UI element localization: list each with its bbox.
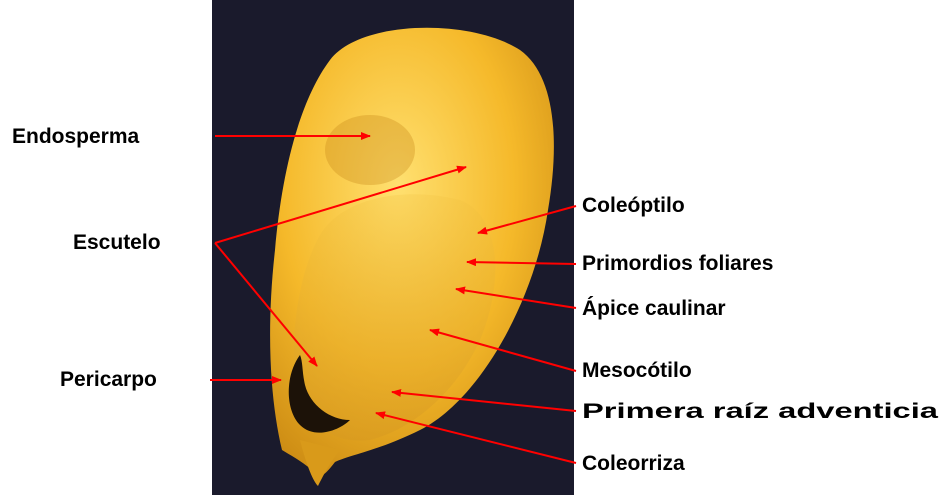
label-pericarpo: Pericarpo: [60, 368, 157, 391]
label-coleorriza: Coleorriza: [582, 452, 685, 475]
label-apice-caulinar: Ápice caulinar: [582, 297, 726, 320]
label-escutelo: Escutelo: [73, 231, 161, 254]
label-primera-raiz-adventicia: Primera raíz adventicia: [582, 400, 938, 423]
label-primordios-foliares: Primordios foliares: [582, 252, 773, 275]
endosperm-shade: [325, 115, 415, 185]
label-mesocotilo: Mesocótilo: [582, 359, 692, 382]
label-coleoptilo: Coleóptilo: [582, 194, 685, 217]
label-endosperma: Endosperma: [12, 125, 140, 148]
